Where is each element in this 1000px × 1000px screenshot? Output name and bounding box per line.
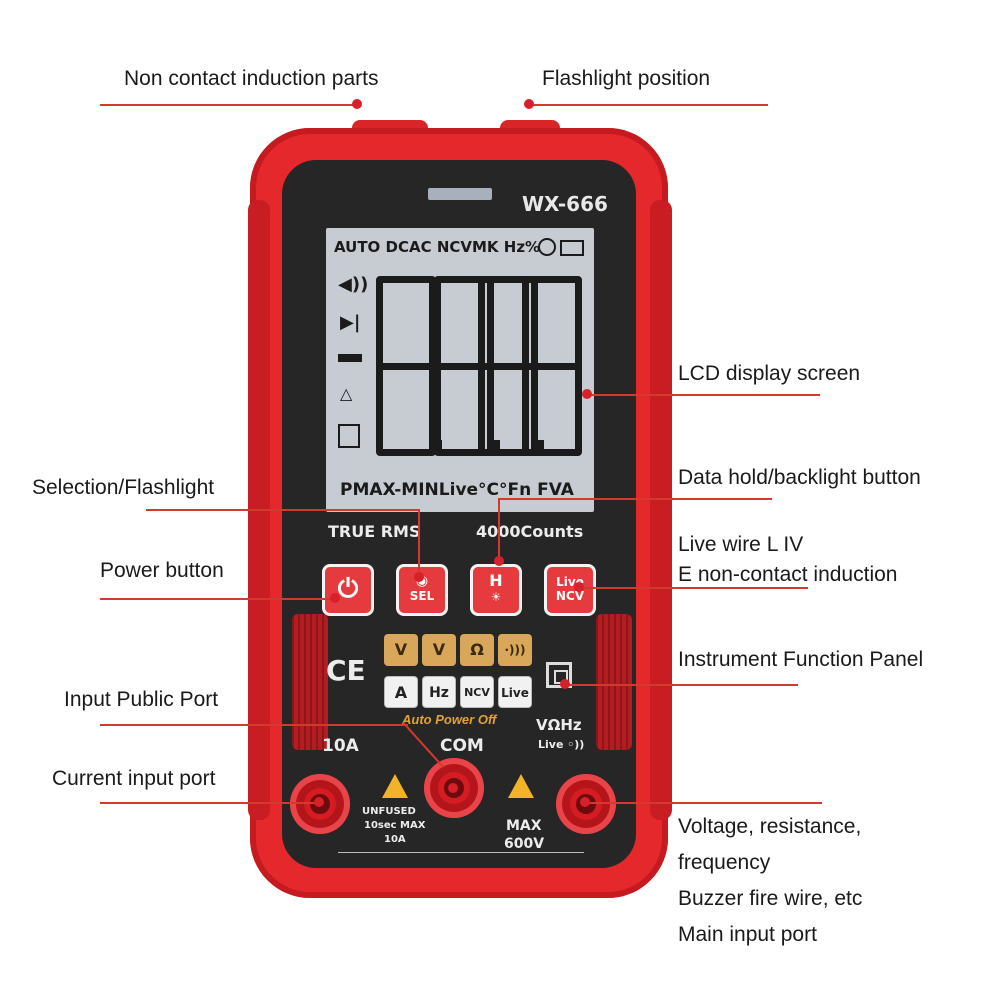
- lcd-display: AUTO DCAC NCVMK Hz% ◀)) ▶| △ PMAX-MINLiv…: [326, 228, 594, 512]
- dc-voltage-icon: V: [384, 634, 418, 666]
- callout-main-port-4: Main input port: [678, 923, 817, 946]
- live-icon: Live: [498, 676, 532, 708]
- ncv-icon: NCV: [460, 676, 494, 708]
- callout-dot-data-hold: [494, 556, 504, 566]
- lcd-mode-indicators: AUTO DCAC NCVMK Hz%: [334, 238, 541, 256]
- digit-1: [376, 276, 436, 456]
- right-speaker-grille: [596, 614, 632, 750]
- hold-icon: H: [489, 571, 503, 590]
- callout-main-port-2: frequency: [678, 851, 771, 874]
- callout-line-function: [566, 684, 798, 686]
- ncv-label: NCV: [555, 589, 585, 603]
- callout-line-current: [100, 802, 318, 804]
- left-speaker-grille: [292, 614, 328, 750]
- callout-dot-power: [330, 593, 340, 603]
- ce-mark: CE: [326, 654, 366, 687]
- diode-icon: ▶|: [340, 312, 361, 333]
- continuity-icon: ·))): [498, 634, 532, 666]
- callout-dot-live: [574, 582, 584, 592]
- callout-non-contact: Non contact induction parts: [124, 67, 379, 90]
- callout-function-panel: Instrument Function Panel: [678, 648, 924, 671]
- frequency-icon: Hz: [422, 676, 456, 708]
- power-icon: ⏻: [337, 574, 359, 604]
- callout-dot-main-input: [580, 797, 590, 807]
- decimal-point-2: [490, 440, 500, 450]
- lcd-unit-indicators: PMAX-MINLive°C°Fn FVA: [340, 480, 574, 500]
- warning-icon: [382, 774, 408, 798]
- live-ncv-button[interactable]: Live NCV: [544, 564, 596, 616]
- callout-line-lcd: [588, 394, 820, 396]
- callout-live-wire-1: Live wire L IV: [678, 533, 804, 556]
- callout-data-hold: Data hold/backlight button: [678, 466, 921, 489]
- callout-line-flashlight: [530, 104, 768, 106]
- callout-line-live: [582, 587, 808, 589]
- callout-dot-lcd: [582, 389, 592, 399]
- callout-line-selection: [146, 509, 420, 511]
- current-icon: A: [384, 676, 418, 708]
- sel-label: SEL: [409, 589, 435, 603]
- minus-sign-icon: [338, 354, 362, 362]
- callout-dot-flashlight: [524, 99, 534, 109]
- callout-dot-non-contact: [352, 99, 362, 109]
- select-flashlight-button[interactable]: ◉ SEL: [396, 564, 448, 616]
- unfused-label: UNFUSED: [362, 806, 416, 817]
- auto-power-off-label: Auto Power Off: [402, 712, 497, 727]
- callout-line-public: [100, 724, 408, 726]
- callout-dot-current: [314, 797, 324, 807]
- callout-line-non-contact: [100, 104, 358, 106]
- callout-line-data-hold-drop: [498, 498, 500, 560]
- callout-dot-function: [560, 679, 570, 689]
- callout-selection-flashlight: Selection/Flashlight: [32, 476, 215, 499]
- callout-dot-selection: [414, 572, 424, 582]
- decimal-point-3: [534, 440, 544, 450]
- hold-backlight-button[interactable]: H ☀: [470, 564, 522, 616]
- right-grip: [650, 200, 672, 820]
- callout-current-input: Current input port: [52, 767, 216, 790]
- digit-4: [522, 276, 582, 456]
- true-rms-label: TRUE RMS: [328, 522, 421, 541]
- timer-icon: [538, 238, 556, 256]
- high-voltage-warning-icon: [508, 774, 534, 798]
- callout-line-power: [100, 598, 336, 600]
- callout-flashlight-position: Flashlight position: [542, 67, 711, 90]
- max-voltage-label: 600V: [504, 836, 545, 852]
- unfused-current-label: 10A: [384, 834, 406, 845]
- callout-line-selection-drop: [418, 509, 420, 575]
- callout-dot-public: [448, 783, 458, 793]
- delta-icon: △: [340, 384, 353, 403]
- power-button[interactable]: ⏻: [322, 564, 374, 616]
- ac-voltage-icon: V: [422, 634, 456, 666]
- battery-icon: [560, 240, 584, 256]
- callout-main-port-3: Buzzer fire wire, etc: [678, 887, 863, 910]
- hold-icon: [338, 424, 360, 448]
- port-live-label: Live ◦)): [538, 738, 585, 751]
- port-10a-label: 10A: [322, 736, 359, 756]
- backlight-icon: ☀: [490, 590, 502, 604]
- unfused-max-label: 10sec MAX: [364, 820, 426, 831]
- speaker-icon: ◀)): [338, 274, 369, 295]
- callout-main-port-1: Voltage, resistance,: [678, 815, 862, 838]
- resistance-icon: Ω: [460, 634, 494, 666]
- callout-line-main-input: [584, 802, 822, 804]
- port-vohz-label: VΩHz: [536, 716, 582, 734]
- callout-live-wire-2: E non-contact induction: [678, 563, 898, 586]
- port-bracket-line: [338, 852, 584, 853]
- port-com-label: COM: [440, 736, 484, 756]
- callout-lcd-screen: LCD display screen: [678, 362, 861, 385]
- counts-label: 4000Counts: [476, 522, 584, 541]
- max-label: MAX: [506, 818, 542, 834]
- callout-power-button: Power button: [100, 559, 224, 582]
- flashlight-window: [428, 188, 492, 200]
- model-name: WX-666: [522, 192, 608, 216]
- callout-input-public: Input Public Port: [64, 688, 219, 711]
- callout-line-data-hold: [498, 498, 772, 500]
